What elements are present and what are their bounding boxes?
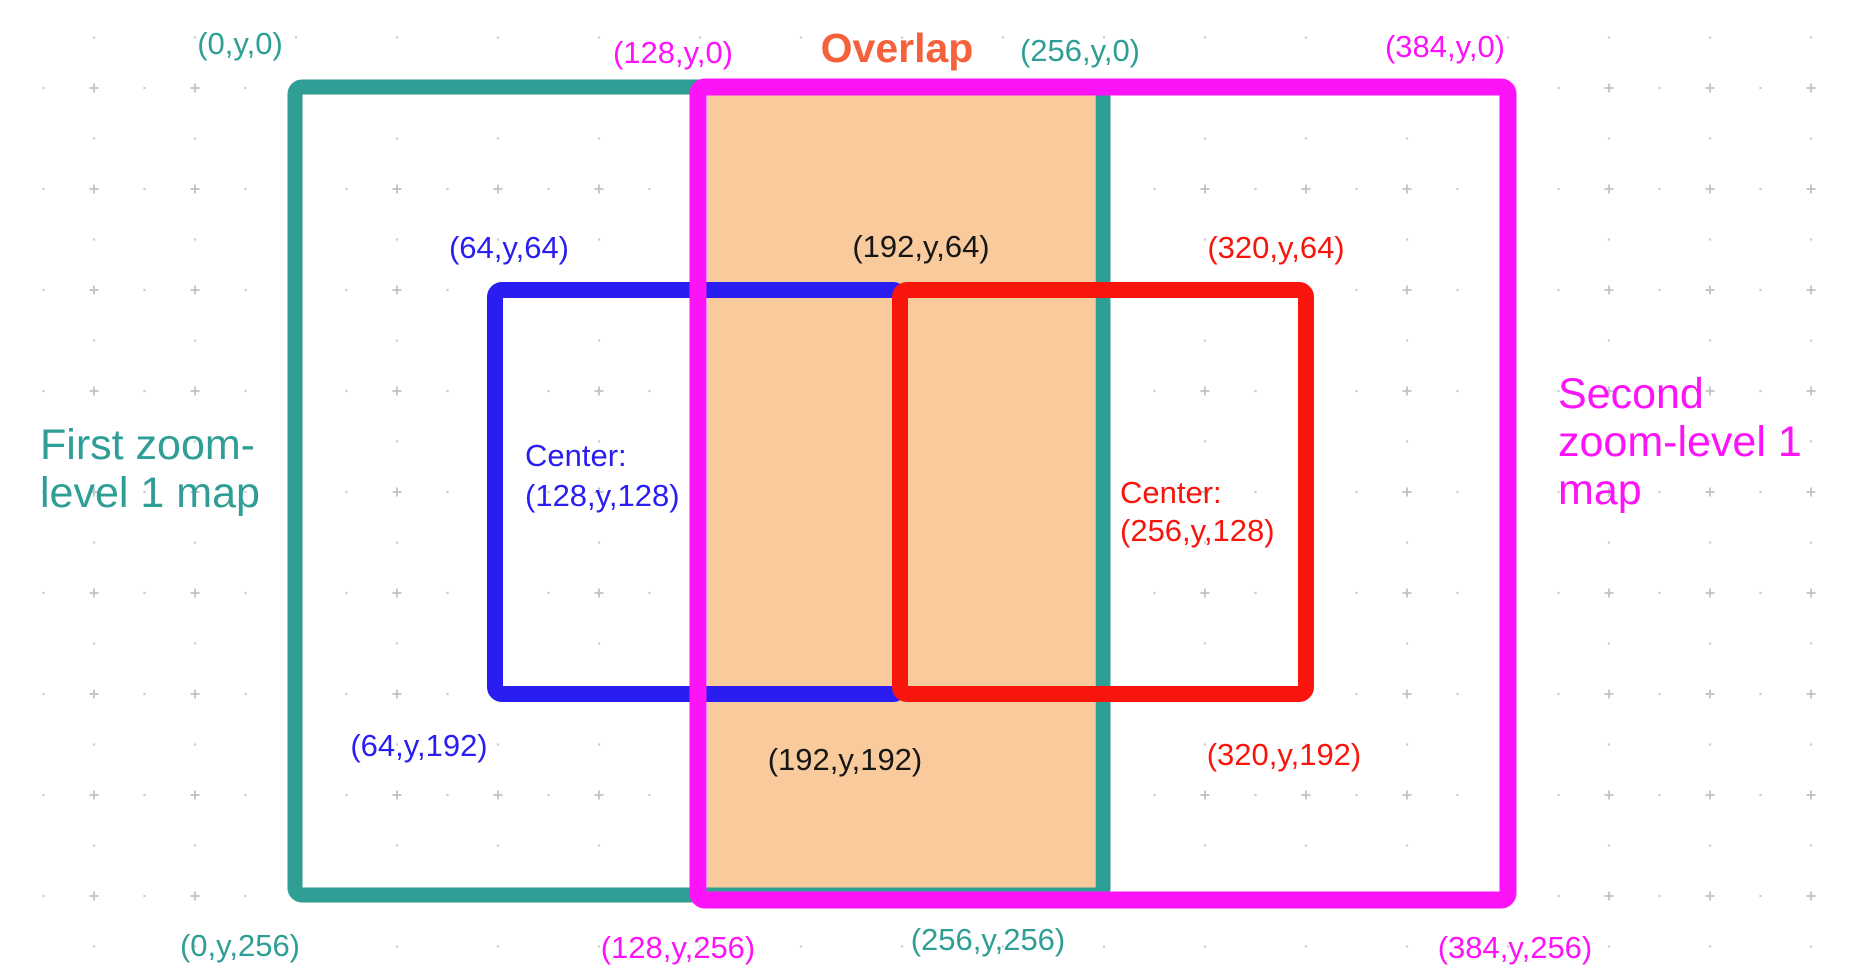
first-map-name-line1: First zoom- xyxy=(40,421,255,469)
label-blue-tile-center-line1: Center: xyxy=(525,438,627,473)
label-first-map-bottom-left: (0,y,256) xyxy=(180,928,300,963)
label-second-map-top-left: (128,y,0) xyxy=(613,35,733,70)
label-red-tile-top-right: (320,y,64) xyxy=(1207,230,1344,265)
label-red-tile-bottom-right: (320,y,192) xyxy=(1207,737,1362,772)
label-red-tile-center-line2: (256,y,128) xyxy=(1120,513,1275,548)
overlap-title: Overlap xyxy=(821,25,974,71)
second-map-name-line1: Second xyxy=(1558,370,1704,418)
label-second-map-top-right: (384,y,0) xyxy=(1385,29,1505,64)
label-shared-edge-top: (192,y,64) xyxy=(852,229,989,264)
label-first-map-top-right: (256,y,0) xyxy=(1020,33,1140,68)
label-second-map-bottom-right: (384,y,256) xyxy=(1438,930,1593,965)
label-second-map-bottom-left: (128,y,256) xyxy=(601,930,756,965)
second-map-name-line3: map xyxy=(1558,466,1642,514)
first-map-name-line2: level 1 map xyxy=(40,469,260,517)
label-shared-edge-bottom: (192,y,192) xyxy=(768,742,923,777)
second-map-outline xyxy=(689,78,1517,909)
label-blue-tile-center-line2: (128,y,128) xyxy=(525,478,680,513)
red-tile-outline xyxy=(892,282,1314,702)
second-map-name-line2: zoom-level 1 xyxy=(1558,418,1802,466)
label-blue-tile-top-left: (64,y,64) xyxy=(449,230,569,265)
label-blue-tile-bottom-left: (64,y,192) xyxy=(350,728,487,763)
label-first-map-top-left: (0,y,0) xyxy=(197,26,283,61)
label-first-map-bottom-right: (256,y,256) xyxy=(911,922,1066,957)
label-red-tile-center-line1: Center: xyxy=(1120,475,1222,510)
